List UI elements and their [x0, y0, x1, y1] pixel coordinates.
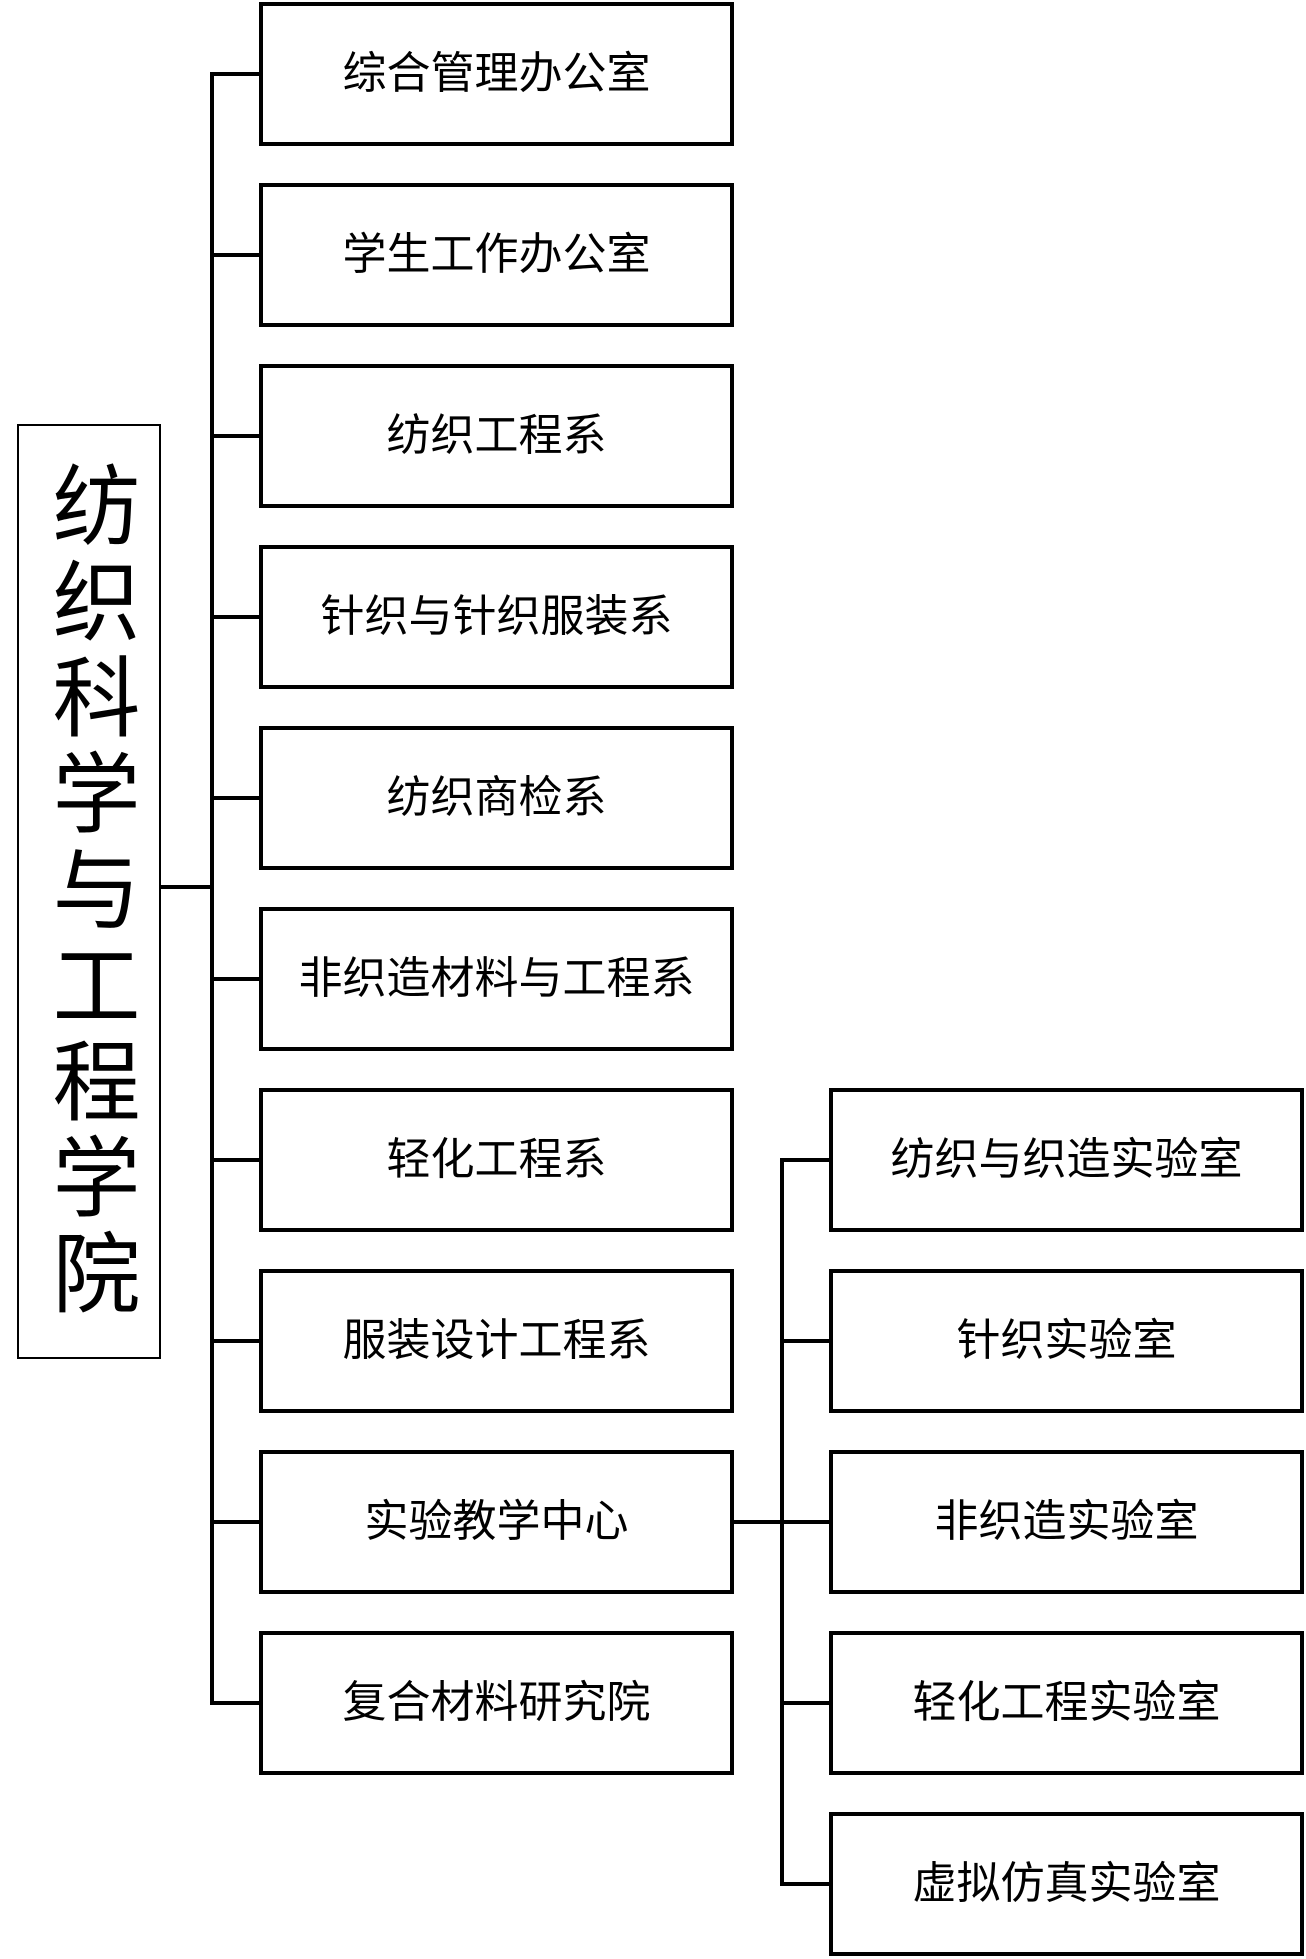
lab-node-1: 纺织与织造实验室 [829, 1088, 1304, 1232]
dept-node-6: 非织造材料与工程系 [259, 907, 734, 1051]
dept-label: 实验教学中心 [364, 1496, 629, 1547]
dept-label: 复合材料研究院 [342, 1677, 651, 1728]
lab-node-5: 虚拟仿真实验室 [829, 1812, 1304, 1956]
dept-label: 针织与针织服装系 [320, 591, 673, 642]
dept-label: 纺织工程系 [386, 410, 607, 461]
dept-node-9: 实验教学中心 [259, 1450, 734, 1594]
root-label: 纺织科学与工程学院 [38, 459, 141, 1324]
root-node: 纺织科学与工程学院 [17, 424, 161, 1359]
lab-node-4: 轻化工程实验室 [829, 1631, 1304, 1775]
dept-node-8: 服装设计工程系 [259, 1269, 734, 1413]
lab-label: 非织造实验室 [934, 1496, 1199, 1547]
dept-label: 非织造材料与工程系 [298, 953, 695, 1004]
lab-label: 针织实验室 [956, 1315, 1177, 1366]
lab-node-3: 非织造实验室 [829, 1450, 1304, 1594]
dept-label: 轻化工程系 [386, 1134, 607, 1185]
lab-node-2: 针织实验室 [829, 1269, 1304, 1413]
dept-node-4: 针织与针织服装系 [259, 545, 734, 689]
dept-node-1: 综合管理办公室 [259, 2, 734, 146]
dept-label: 学生工作办公室 [342, 229, 651, 280]
dept-label: 服装设计工程系 [342, 1315, 651, 1366]
dept-label: 纺织商检系 [386, 772, 607, 823]
dept-label: 综合管理办公室 [342, 48, 651, 99]
dept-node-7: 轻化工程系 [259, 1088, 734, 1232]
lab-label: 虚拟仿真实验室 [912, 1858, 1221, 1909]
dept-node-5: 纺织商检系 [259, 726, 734, 870]
dept-node-3: 纺织工程系 [259, 364, 734, 508]
dept-node-10: 复合材料研究院 [259, 1631, 734, 1775]
lab-label: 纺织与织造实验室 [890, 1134, 1243, 1185]
lab-label: 轻化工程实验室 [912, 1677, 1221, 1728]
dept-node-2: 学生工作办公室 [259, 183, 734, 327]
